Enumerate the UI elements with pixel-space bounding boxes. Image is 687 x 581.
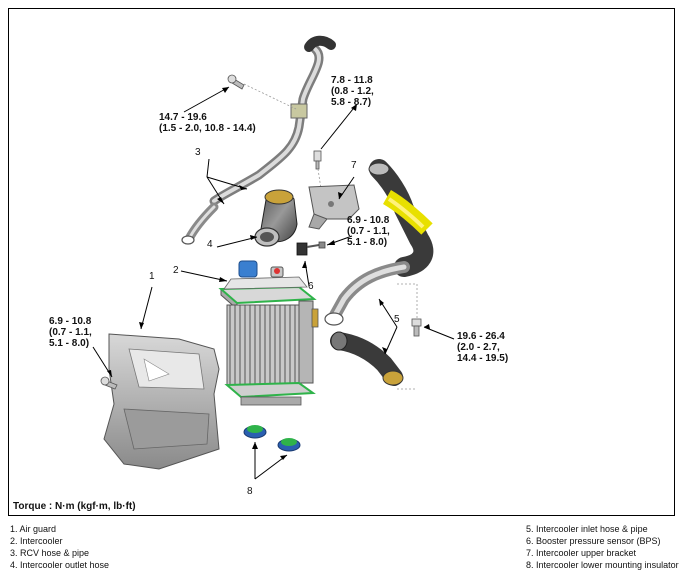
legend-item: 2. Intercooler [10, 536, 63, 546]
booster-pressure-sensor [296, 241, 326, 256]
torque-unit-label: Torque : N·m (kgf·m, lb·ft) [13, 501, 136, 512]
legend-right: 5. Intercooler inlet hose & pipe 6. Boos… [526, 523, 679, 571]
air-guard [103, 333, 220, 470]
legend-item: 8. Intercooler lower mounting insulator [526, 560, 679, 570]
legend-item: 3. RCV hose & pipe [10, 548, 90, 558]
legend-left: 1. Air guard 2. Intercooler 3. RCV hose … [10, 523, 109, 571]
torque-callout-air-guard: 6.9 - 10.8 (0.7 - 1.1, 5.1 - 8.0) [49, 316, 92, 349]
guide-lines [243, 83, 418, 390]
intercooler-upper-bracket [308, 184, 360, 230]
torque-callout-bracket: 7.8 - 11.8 (0.8 - 1.2, 5.8 - 8.7) [331, 75, 374, 108]
intercooler-exploded-diagram [92, 35, 455, 480]
intercooler-lower-mounting-insulator [243, 425, 301, 452]
intercooler-outlet-hose [254, 189, 298, 247]
bolt-icon [227, 74, 245, 90]
part-number-3: 3 [195, 147, 201, 158]
part-number-7: 7 [351, 160, 357, 171]
legend-item: 5. Intercooler inlet hose & pipe [526, 524, 648, 534]
part-number-6: 6 [308, 281, 314, 292]
torque-callout-inlet: 19.6 - 26.4 (2.0 - 2.7, 14.4 - 19.5) [457, 331, 509, 364]
torque-callout-bps: 6.9 - 10.8 (0.7 - 1.1, 5.1 - 8.0) [347, 215, 390, 248]
part-number-2: 2 [173, 265, 179, 276]
bolt-icon [100, 376, 118, 390]
arrowheads [107, 87, 430, 460]
legend-item: 1. Air guard [10, 524, 57, 534]
rcv-hose-pipe [181, 35, 336, 245]
torque-callout-rcv: 14.7 - 19.6 (1.5 - 2.0, 10.8 - 14.4) [159, 112, 256, 134]
part-number-1: 1 [149, 271, 155, 282]
intercooler [218, 260, 319, 406]
bolt-icon [313, 150, 322, 170]
bolt-icon [411, 318, 422, 337]
legend-item: 7. Intercooler upper bracket [526, 548, 637, 558]
legend-item: 4. Intercooler outlet hose [10, 560, 110, 570]
part-number-4: 4 [207, 239, 213, 250]
legend-item: 6. Booster pressure sensor (BPS) [526, 536, 661, 546]
diagram-frame: 14.7 - 19.6 (1.5 - 2.0, 10.8 - 14.4) 7.8… [8, 8, 675, 516]
part-number-5: 5 [394, 314, 400, 325]
part-number-8: 8 [247, 486, 253, 497]
intercooler-inlet-hose-pipe [324, 159, 434, 386]
